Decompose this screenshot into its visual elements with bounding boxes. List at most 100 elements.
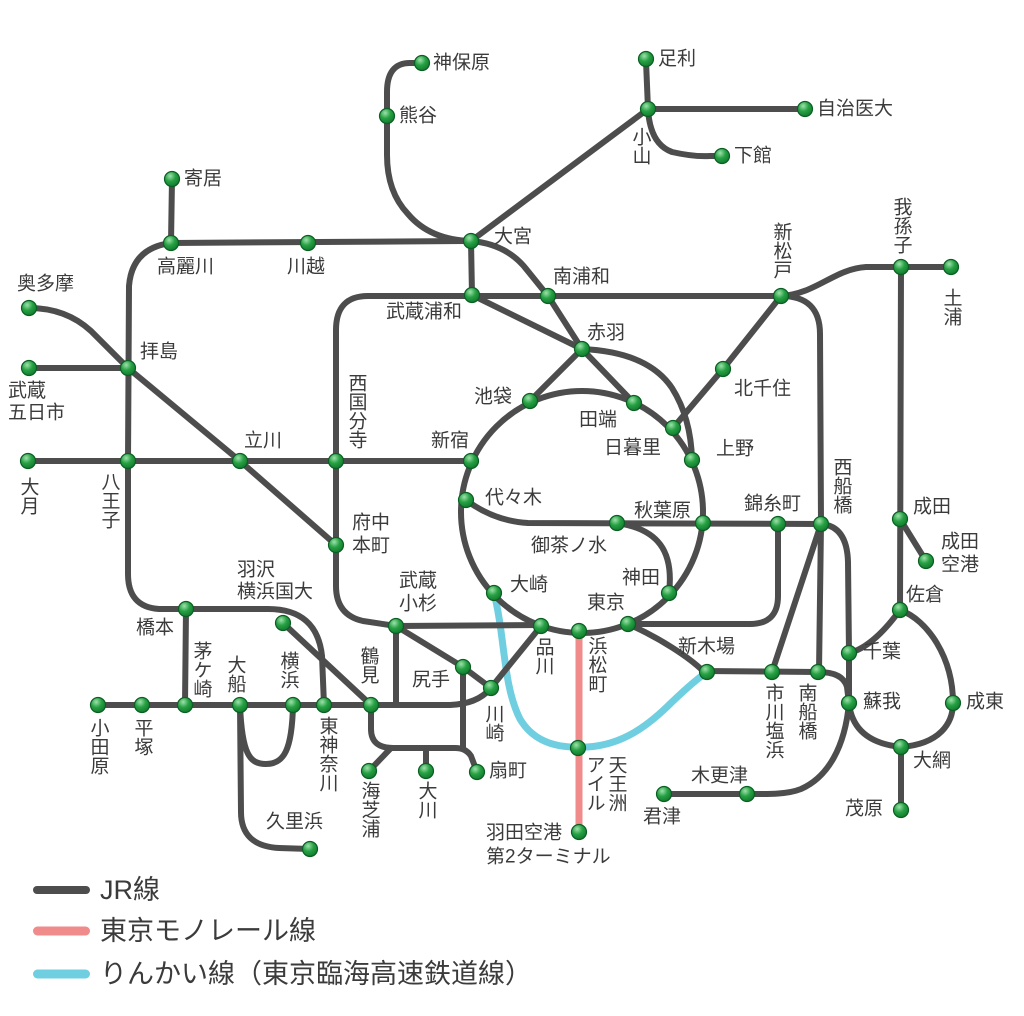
station-chigasaki: 茅ケ崎 [176,641,213,714]
station-label-shin-kiba: 新木場 [678,636,735,658]
station-ofuna: 大船 [225,655,249,714]
line-musashino-west [333,293,784,548]
station-nippori: 日暮里 [604,419,682,459]
station-tokyo: 東京 [587,592,637,633]
station-dot-yorii [163,170,181,188]
station-sakura: 佐倉 [891,584,944,619]
line-narita-abiko [897,264,904,613]
line-narita-airport-spur [897,516,929,564]
station-dot-higashi-kanagawa [315,696,333,714]
station-label-naruto: 成東 [966,691,1004,713]
station-dot-tsurumi [362,696,380,714]
station-label-kita-senju: 北千住 [734,378,791,400]
line-saikyo-akabane [469,292,585,352]
line-ome-line [26,305,243,464]
station-dot-osaki [485,584,503,602]
line-nambu-tachikawa [237,458,339,548]
line-tohoku-line [468,106,651,244]
station-umi-shibaura: 海芝浦 [359,762,380,839]
station-osaki: 大崎 [485,574,548,602]
station-dot-kurihama [301,840,319,858]
station-hamamatsucho: 浜松町 [570,622,607,693]
station-dot-tokyo [619,615,637,633]
station-dot-ofuna [231,696,249,714]
station-kisarazu: 木更津 [691,765,756,803]
station-minami-urawa: 南浦和 [539,266,610,305]
legend-label-jr: JR線 [100,875,160,905]
legend-label-rinkai: りんかい線（東京臨海高速鉄道線） [100,959,532,989]
station-dot-shin-kiba [698,663,716,681]
station-label-musashi-itsukaichi-1: 武蔵 [8,380,46,402]
station-yoyogi: 代々木 [457,487,542,509]
station-dot-kita-senju [714,360,732,378]
line-hachiko-yorii [168,176,175,246]
line-ochanomizu-kanda [614,520,673,596]
station-komagawa: 高麗川 [157,234,214,278]
station-shitte: 尻手 [412,658,472,691]
station-label-omiya: 大宮 [494,226,532,248]
station-shim-matsudo: 新松戸 [771,222,793,305]
station-label-tsuchiura: 土浦 [941,288,963,327]
station-label-abiko: 我孫子 [891,197,913,254]
legend-item-rinkai: りんかい線（東京臨海高速鉄道線） [33,959,532,989]
station-kawasaki: 川崎 [483,679,505,742]
station-jichi-idai: 自治医大 [796,98,893,120]
station-haijima: 拝島 [119,341,178,377]
line-kawagoe-line [168,238,469,246]
station-label-fuchu-hommachi-2: 本町 [352,535,390,557]
station-dot-komagawa [162,234,180,252]
station-label-sakura: 佐倉 [906,584,944,606]
line-keiyo-nishifuna [769,521,824,675]
station-label-kawasaki: 川崎 [483,704,505,742]
station-label-yorii: 寄居 [184,168,222,190]
station-dot-oyama [639,100,657,118]
station-kumagaya: 熊谷 [378,105,437,127]
station-nishi-kokubunji: 西国分寺 [327,373,367,470]
line-joban-east [778,264,954,299]
line-yokosuka-kurihama [237,702,313,852]
station-narita: 成田 [891,496,951,528]
station-dot-oami [892,738,910,756]
station-label-musashi-kosugi-2: 小杉 [399,593,437,615]
station-dot-ogimachi [468,763,486,781]
station-label-ueno: 上野 [716,438,754,460]
station-dot-chigasaki [176,696,194,714]
station-label-hiratsuka: 平塚 [132,718,154,756]
station-dot-kumagaya [378,107,396,125]
station-otsuki: 大月 [18,452,39,515]
station-label-haneda-airport-terminal2-2: 第2ターミナル [486,846,611,868]
line-negishi-line [237,702,296,767]
station-label-komagawa: 高麗川 [157,256,214,278]
station-soga: 蘇我 [840,691,901,713]
station-dot-chiba [840,644,858,662]
station-label-chigasaki: 茅ケ崎 [191,641,213,698]
station-dot-minami-urawa [539,287,557,305]
station-label-ikebukuro: 池袋 [474,386,512,408]
station-kawagoe: 川越 [287,234,325,278]
station-dot-omiya [462,232,480,250]
station-ochanomizu: 御茶ノ水 [531,514,626,557]
station-label-haneda-airport-terminal2-1: 羽田空港 [486,822,562,844]
station-dot-shitte [454,658,472,676]
station-label-shim-matsudo: 新松戸 [771,222,793,279]
station-dot-shim-matsudo [772,287,790,305]
station-dot-yokohama [284,696,302,714]
line-yokohama-hachioji [125,458,189,612]
station-label-kurihama: 久里浜 [266,811,323,833]
station-label-jichi-idai: 自治医大 [817,98,893,120]
legend-label-monorail: 東京モノレール線 [100,916,316,946]
station-dot-sakura [891,601,909,619]
station-label-hashimoto: 橋本 [136,617,174,639]
station-naruto: 成東 [944,691,1004,713]
station-dot-umi-shibaura [360,762,378,780]
station-dot-hiratsuka [133,696,151,714]
station-jimbohara: 神保原 [413,52,490,74]
station-dot-ochanomizu [608,514,626,532]
station-label-ofuna: 大船 [225,655,247,693]
station-label-yokohama: 横浜 [278,651,300,689]
station-oami: 大網 [892,738,951,772]
